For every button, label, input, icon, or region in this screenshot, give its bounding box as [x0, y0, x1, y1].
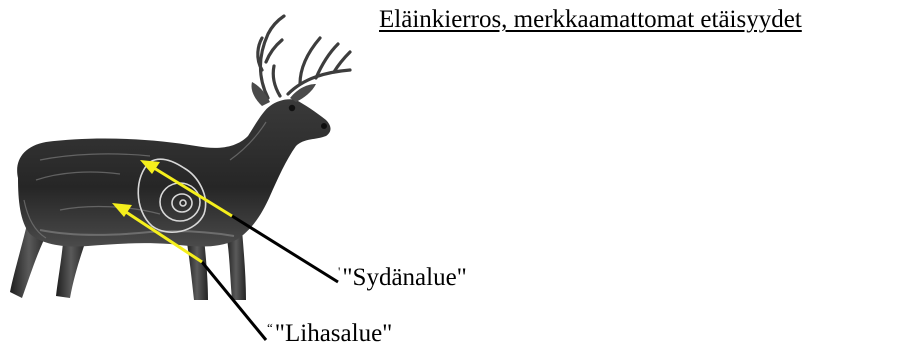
- muscle-label-mark: “: [267, 320, 273, 335]
- antlers: [258, 16, 350, 98]
- heart-label-mark: ': [338, 264, 340, 279]
- heart-zone-label: '"Sydänalue": [338, 264, 467, 292]
- muscle-zone-label: “"Lihasalue": [267, 320, 392, 348]
- muscle-label-text: "Lihasalue": [275, 320, 393, 347]
- deer-body: [17, 99, 330, 246]
- heart-label-text: "Sydänalue": [342, 264, 467, 291]
- page-title: Eläinkierros, merkkaamattomat etäisyydet: [379, 6, 802, 34]
